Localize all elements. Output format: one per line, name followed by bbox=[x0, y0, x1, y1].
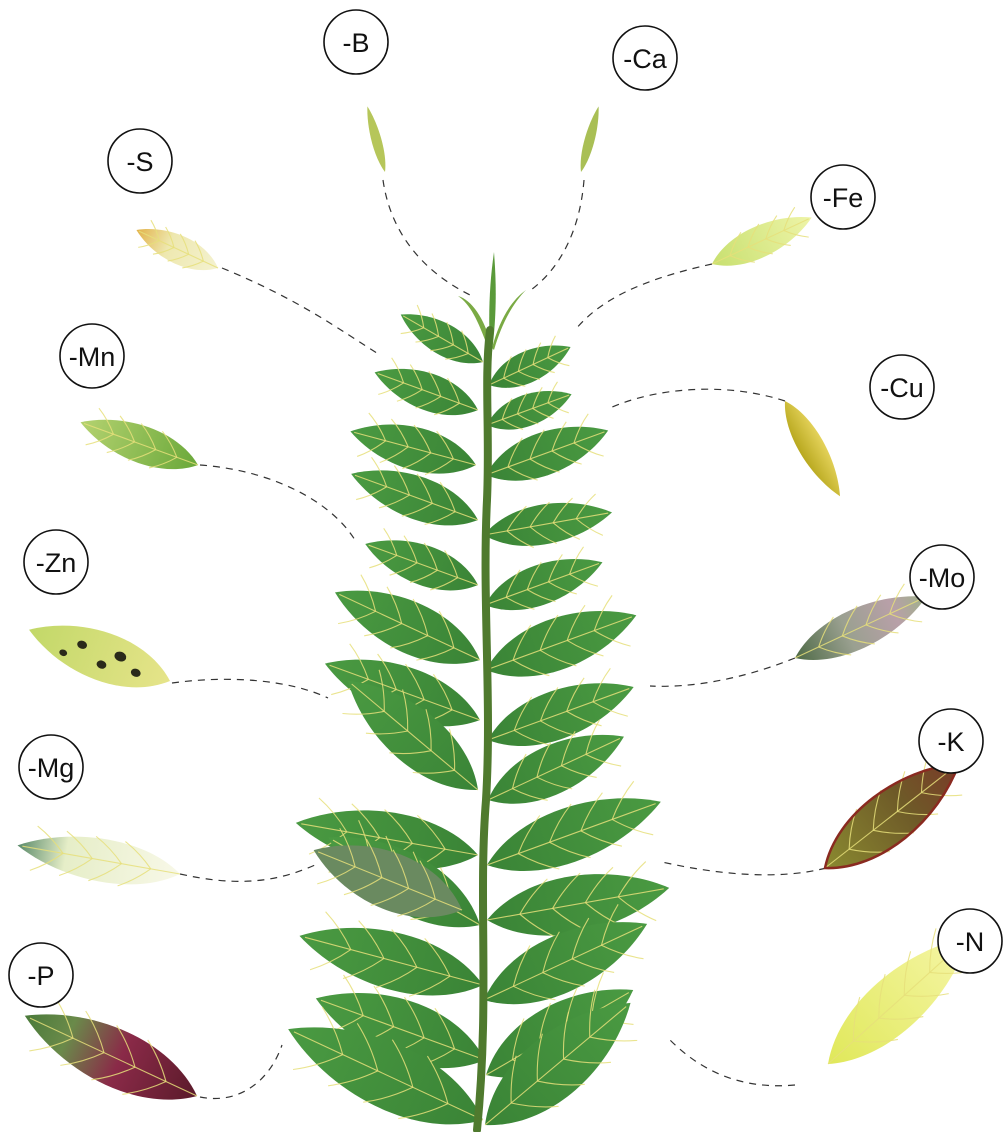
label-ca: -Ca bbox=[613, 26, 677, 90]
connector-lines bbox=[172, 180, 826, 1098]
label-text: -Mo bbox=[919, 563, 966, 593]
deficiency-leaves bbox=[12, 105, 988, 1123]
label-text: -Cu bbox=[880, 373, 924, 403]
label-s: -S bbox=[108, 129, 172, 193]
connector-fe bbox=[575, 264, 712, 330]
label-n: -N bbox=[938, 909, 1002, 973]
leaf-deficiency-fe bbox=[705, 203, 819, 279]
label-text: -Mn bbox=[69, 342, 116, 372]
connector-p bbox=[200, 1045, 282, 1098]
plant-stem bbox=[477, 330, 490, 1130]
label-k: -K bbox=[919, 709, 983, 773]
label-p: -P bbox=[9, 943, 73, 1007]
connector-mo bbox=[650, 658, 795, 686]
connector-k bbox=[662, 862, 826, 875]
leaf-deficiency-ca bbox=[576, 105, 603, 173]
label-b: -B bbox=[324, 10, 388, 74]
leaf-deficiency-mg bbox=[14, 823, 184, 896]
label-text: -Zn bbox=[36, 548, 77, 578]
connector-b bbox=[383, 180, 470, 295]
label-text: -S bbox=[127, 147, 154, 177]
label-text: -N bbox=[956, 927, 985, 957]
leaf-deficiency-mo bbox=[786, 578, 935, 677]
healthy-leaf bbox=[480, 492, 615, 556]
connector-n bbox=[670, 1040, 795, 1086]
healthy-leaf bbox=[368, 354, 485, 428]
label-mg: -Mg bbox=[19, 735, 83, 799]
connector-s bbox=[222, 268, 380, 355]
label-text: -Mg bbox=[28, 753, 75, 783]
label-text: -B bbox=[343, 28, 370, 58]
leaf-deficiency-p bbox=[12, 989, 210, 1124]
connector-ca bbox=[528, 180, 584, 292]
label-text: -Ca bbox=[623, 44, 667, 74]
leaf-deficiency-mn bbox=[74, 404, 205, 483]
connector-mg bbox=[180, 865, 315, 881]
label-text: -K bbox=[938, 727, 965, 757]
leaf-deficiency-cu bbox=[774, 395, 851, 503]
shoot-tip-right bbox=[492, 290, 526, 350]
healthy-leaves bbox=[274, 252, 675, 1132]
leaf-deficiency-s bbox=[130, 216, 224, 281]
leaf-deficiency-zn bbox=[21, 607, 179, 704]
leaf-deficiency-b bbox=[363, 105, 390, 173]
label-zn: -Zn bbox=[24, 530, 88, 594]
label-text: -P bbox=[28, 961, 55, 991]
connector-cu bbox=[610, 389, 785, 408]
label-fe: -Fe bbox=[811, 165, 875, 229]
label-mn: -Mn bbox=[60, 324, 124, 388]
label-cu: -Cu bbox=[870, 355, 934, 419]
connector-mn bbox=[200, 465, 355, 540]
connector-zn bbox=[172, 679, 328, 698]
label-text: -Fe bbox=[823, 183, 864, 213]
label-mo: -Mo bbox=[910, 545, 974, 609]
